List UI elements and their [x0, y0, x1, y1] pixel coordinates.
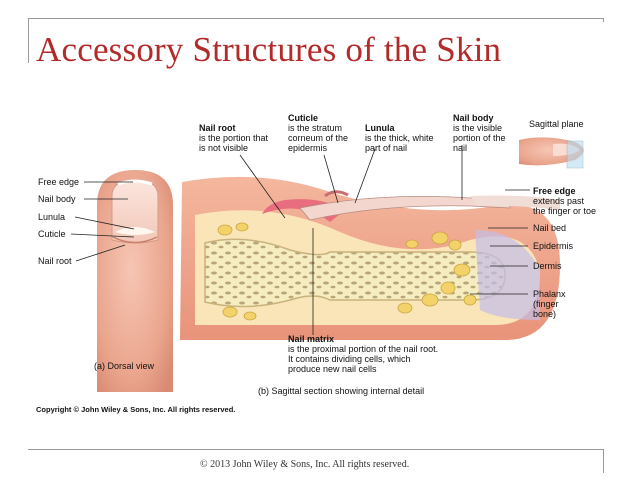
figure-copyright: Copyright © John Wiley & Sons, Inc. All … [36, 405, 236, 414]
caption-sagittal-section: (b) Sagittal section showing internal de… [258, 386, 425, 396]
slide-frame-left [28, 18, 29, 63]
dorsal-finger [97, 170, 173, 392]
slide-frame-right-top [603, 18, 604, 22]
label-phalanx: Phalanx (finger bone) [533, 289, 566, 319]
label-nail-bed: Nail bed [533, 223, 567, 233]
caption-dorsal-view: (a) Dorsal view [94, 361, 155, 371]
label-free-edge: Free edge extends past the finger or toe [533, 186, 597, 216]
slide-footer: © 2013 John Wiley & Sons, Inc. All right… [200, 459, 410, 470]
label-nail-matrix: Nail matrix is the proximal portion of t… [288, 334, 439, 374]
label-nail-body: Nail body is the visible portion of the … [453, 113, 506, 153]
sagittal-section [180, 176, 560, 340]
label-epidermis: Epidermis [533, 241, 574, 251]
slide-title: Accessory Structures of the Skin [36, 30, 502, 69]
label-cuticle: Cuticle is the stratum corneum of the ep… [288, 113, 349, 153]
label-lunula: Lunula is the thick, white part of nail [365, 123, 434, 153]
label-sagittal-plane: Sagittal plane [529, 119, 584, 129]
section-leader-lines [239, 145, 530, 335]
label-cuticle-dorsal: Cuticle [38, 229, 66, 239]
label-nail-root-dorsal: Nail root [38, 256, 72, 266]
label-free-edge-dorsal: Free edge [38, 177, 80, 187]
dorsal-leader-lines [70, 181, 135, 262]
label-lunula-dorsal: Lunula [38, 212, 66, 222]
slide-frame-bottom [28, 449, 603, 450]
slide-frame-top [28, 18, 603, 19]
adipose-cells [217, 222, 477, 321]
sagittal-plane-inset [517, 134, 585, 172]
slide-frame-right [603, 449, 604, 473]
label-nail-body-dorsal: Nail body [38, 194, 76, 204]
label-nail-root: Nail root is the portion that is not vis… [199, 123, 269, 153]
label-dermis: Dermis [533, 261, 562, 271]
